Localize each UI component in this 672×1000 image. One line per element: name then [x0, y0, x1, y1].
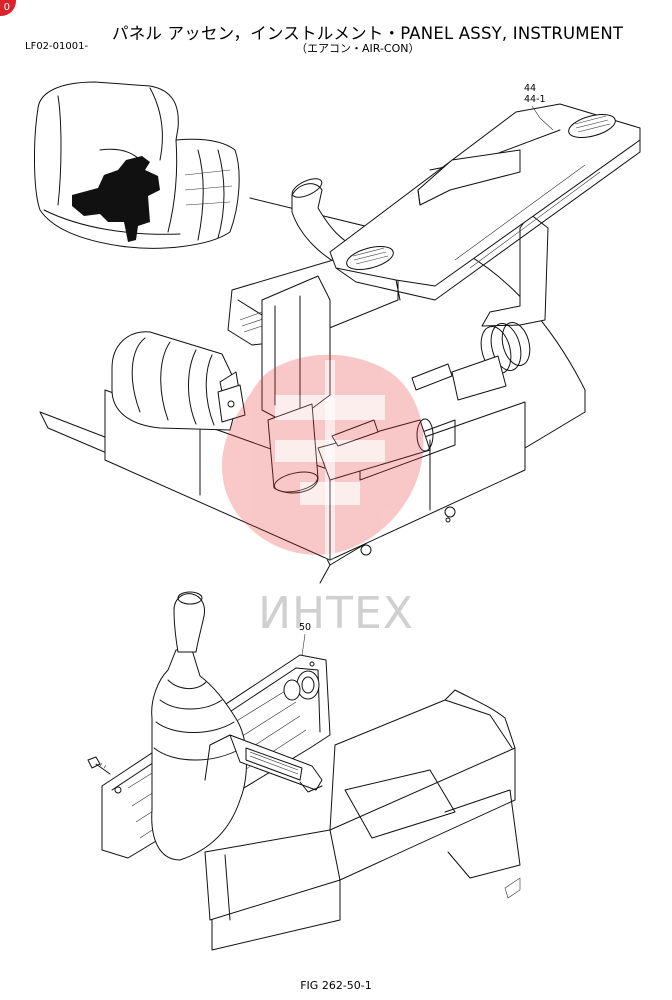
panel-assy-lower: [87, 591, 521, 951]
figure-caption: FIG 262-50-1: [300, 979, 372, 992]
watermark-text: ИНТЕХ: [258, 588, 414, 639]
watermark-emblem: [222, 354, 424, 560]
callout-leaders: [301, 105, 554, 657]
callout-44-1: 44-1: [524, 94, 546, 105]
cab-inset-view: [33, 81, 240, 249]
page-title: パネル アッセン，インストルメント・PANEL ASSY, INSTRUMENT: [112, 24, 624, 43]
callout-44: 44: [524, 83, 537, 94]
part-code-label: LF02-01001-: [25, 41, 89, 52]
page-subtitle: （エアコン・AIR-CON）: [296, 42, 420, 55]
panel-assy-upper: [39, 103, 641, 584]
callout-50: 50: [299, 622, 312, 633]
